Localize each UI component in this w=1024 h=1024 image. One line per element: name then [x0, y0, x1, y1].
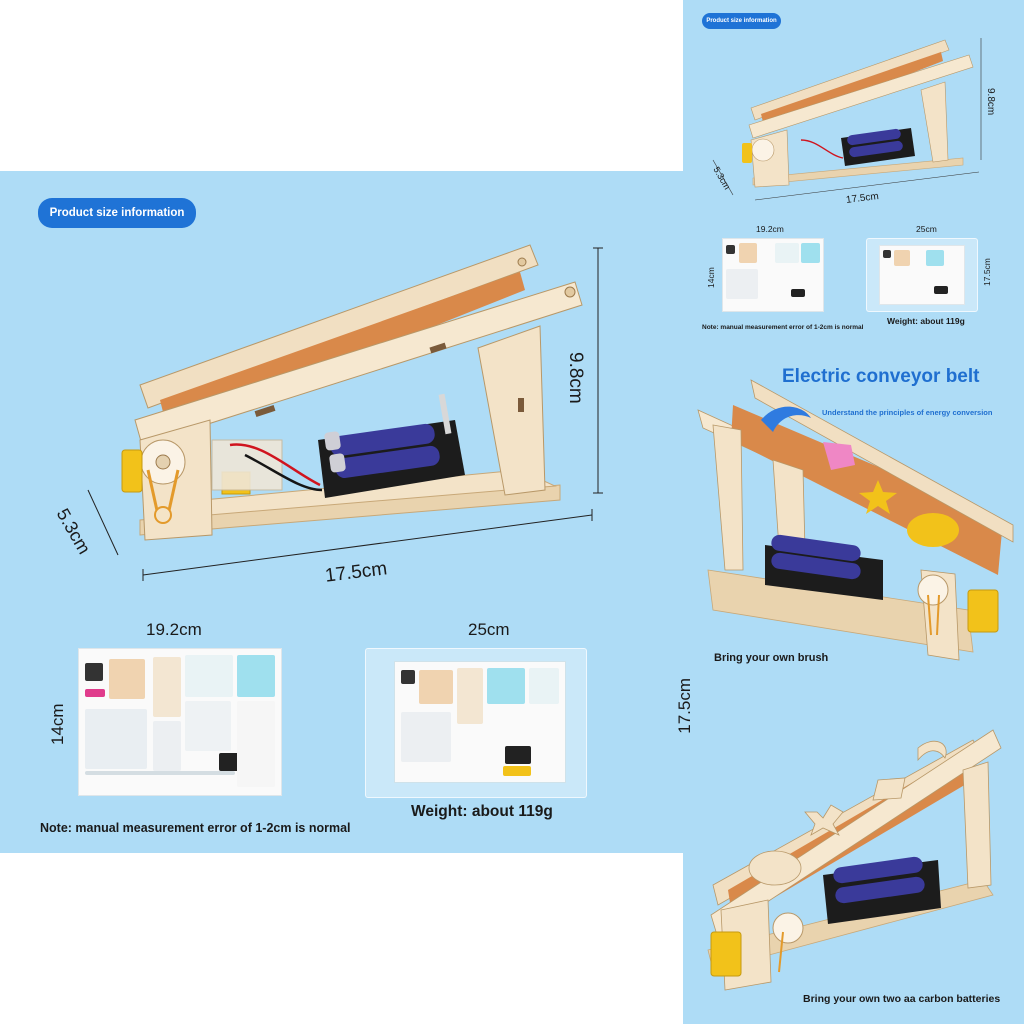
product-title: Electric conveyor belt: [782, 366, 980, 387]
weight-label: Weight: about 119g: [411, 803, 553, 820]
right-manual-width-label: 19.2cm: [756, 224, 784, 234]
right-conveyor-product-image: [712, 38, 982, 201]
measurement-note: Note: manual measurement error of 1-2cm …: [40, 821, 351, 835]
right-package-width-label: 25cm: [916, 224, 937, 234]
right-weight-label: Weight: about 119g: [887, 316, 965, 326]
batteries-caption: Bring your own two aa carbon batteries: [803, 993, 1001, 1005]
right-manual-height-label: 14cm: [706, 267, 716, 288]
manual-width-label: 19.2cm: [146, 620, 202, 639]
right-package-bag-image: [866, 238, 978, 312]
conveyor-with-shapes-image: [697, 379, 1014, 661]
brush-caption: Bring your own brush: [714, 652, 829, 664]
right-measurement-note: Note: manual measurement error of 1-2cm …: [702, 324, 864, 331]
product-subtitle: Understand the principles of energy conv…: [822, 408, 993, 417]
package-width-label: 25cm: [468, 620, 510, 639]
product-size-badge: Product size information: [38, 198, 196, 228]
package-bag-image: [365, 648, 587, 798]
conveyor-with-wooden-shapes-image: [707, 729, 1002, 991]
dimension-height-label: 9.8cm: [565, 352, 586, 404]
right-package-height-label: 17.5cm: [982, 258, 992, 286]
right-product-size-badge: Product size information: [702, 13, 781, 29]
manual-height-label: 14cm: [48, 703, 67, 745]
instruction-manual-image: [78, 648, 282, 796]
right-dimension-height-label: 9.8cm: [985, 88, 996, 116]
right-instruction-manual-image: [722, 238, 824, 312]
conveyor-product-image: [87, 244, 603, 581]
